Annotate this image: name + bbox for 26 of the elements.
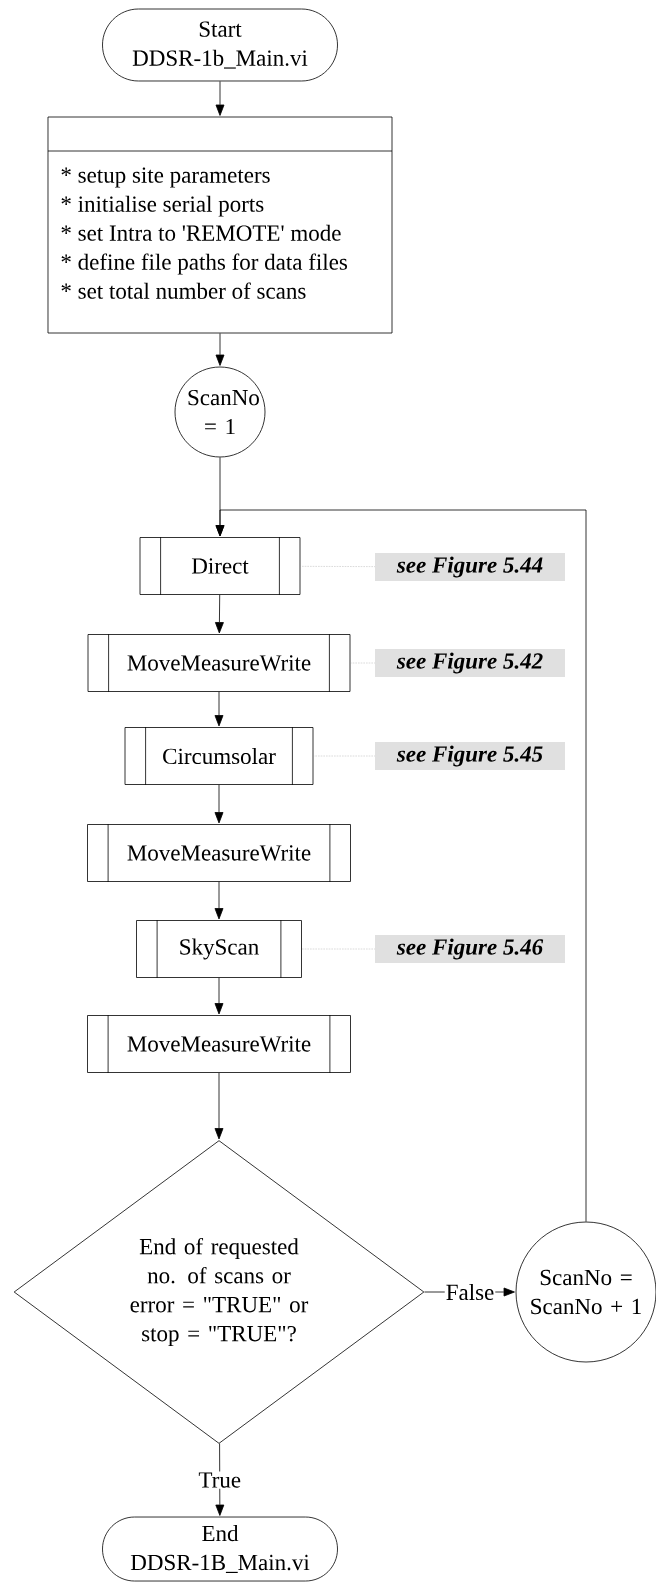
figure-reference: see Figure 5.46	[375, 935, 565, 963]
leader-line	[300, 566, 375, 567]
subprocess-box: SkyScan	[136, 919, 302, 979]
arrow	[214, 1072, 224, 1140]
subprocess-box: Direct	[139, 536, 301, 596]
process-box: * setup site parameters * initialise serial ports * set Intra to 'REMOTE' mode * define file paths for data files * set total number of scans	[47, 116, 393, 334]
edge-label: False	[444, 1282, 496, 1302]
arrow	[215, 1443, 225, 1516]
subprocess-box: MoveMeasureWrite	[87, 823, 351, 883]
arrow	[215, 509, 587, 1222]
figure-reference: see Figure 5.45	[375, 742, 565, 770]
subprocess-box: Circumsolar	[124, 726, 314, 786]
subprocess-box: MoveMeasureWrite	[87, 633, 351, 693]
arrow	[214, 691, 224, 727]
arrow	[214, 881, 224, 920]
terminator: Start DDSR-1b_Main.vi	[102, 8, 338, 82]
edge-label: True	[197, 1471, 243, 1489]
arrow	[215, 333, 225, 366]
arrow	[214, 784, 224, 824]
figure-reference: see Figure 5.42	[375, 649, 565, 677]
terminator: End DDSR-1B_Main.vi	[102, 1516, 338, 1582]
subprocess-box: MoveMeasureWrite	[87, 1014, 351, 1074]
arrow	[215, 594, 224, 634]
arrow	[215, 81, 225, 116]
figure-reference: see Figure 5.44	[375, 553, 565, 581]
arrow	[214, 977, 224, 1015]
